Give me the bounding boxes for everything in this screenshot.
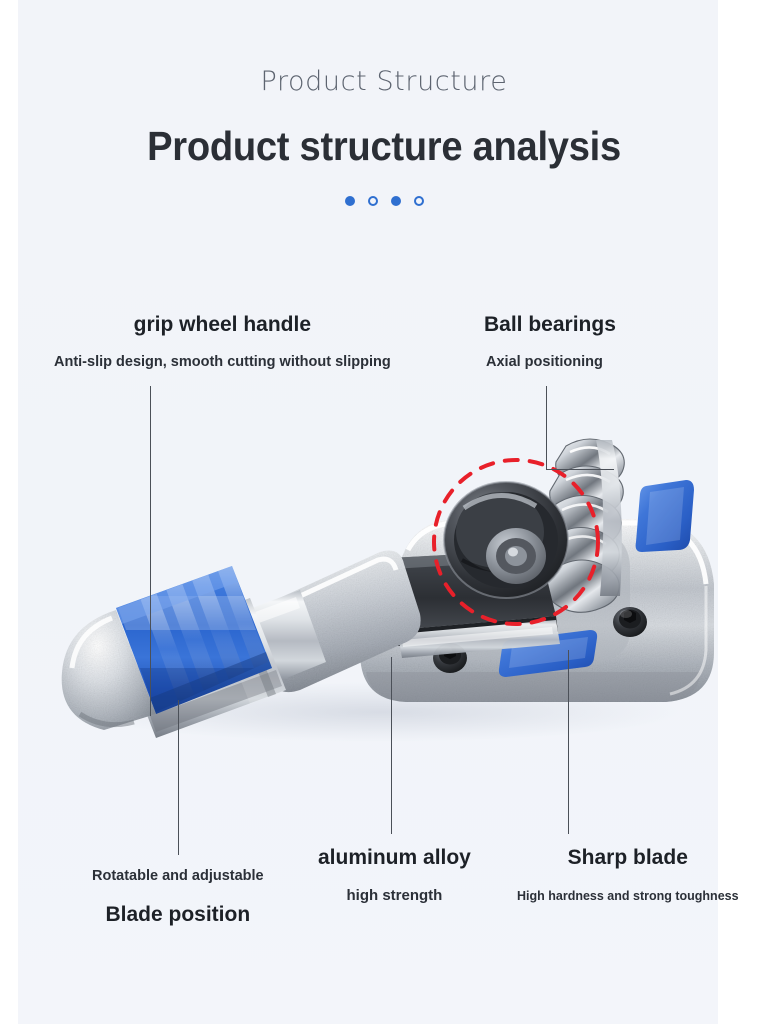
callout-aluminum-alloy: aluminum alloy high strength <box>318 846 471 904</box>
callout-sharp-subtitle: High hardness and strong toughness <box>517 889 739 903</box>
callout-ball-title: Ball bearings <box>484 313 616 336</box>
callout-aluminum-title: aluminum alloy <box>318 846 471 869</box>
leader-line-grip <box>150 386 152 716</box>
callout-sharp-title: Sharp blade <box>567 846 688 869</box>
carousel-dot-2[interactable] <box>367 196 378 206</box>
page-header: Product Structure Product structure anal… <box>0 0 768 206</box>
blue-accent-inserts <box>498 480 694 677</box>
cutting-wheel-assembly <box>443 481 569 599</box>
blue-grip-knob <box>116 566 272 714</box>
callout-ball-subtitle: Axial positioning <box>486 354 603 370</box>
leader-line-blade <box>178 700 180 855</box>
page-title: Product structure analysis <box>147 123 621 169</box>
knob-end-cap <box>61 610 156 730</box>
leader-line-aluminum <box>391 657 393 834</box>
callout-blade-title: Blade position <box>105 903 251 926</box>
product-photo-tube-cutter <box>0 400 768 820</box>
callout-grip-title: grip wheel handle <box>133 313 312 336</box>
callout-sharp-blade: Sharp blade High hardness and strong tou… <box>517 846 739 903</box>
carousel-dots[interactable] <box>0 196 768 206</box>
carousel-dot-1[interactable] <box>344 196 355 206</box>
callout-blade-subtitle: Rotatable and adjustable <box>92 868 264 884</box>
carousel-dot-3[interactable] <box>390 196 401 206</box>
callout-blade-position: Rotatable and adjustable Blade position <box>92 868 264 927</box>
leader-line-sharp <box>568 650 570 834</box>
leader-line-ball-vertical <box>546 386 548 470</box>
highlight-dashed-circle <box>432 458 600 626</box>
callout-ball-bearings: Ball bearings Axial positioning <box>484 313 616 370</box>
carousel-dot-4[interactable] <box>413 196 424 206</box>
leader-line-ball-horizontal <box>546 469 614 471</box>
callout-grip-subtitle: Anti-slip design, smooth cutting without… <box>54 354 391 370</box>
callout-grip-wheel-handle: grip wheel handle Anti-slip design, smoo… <box>54 313 391 370</box>
eyebrow-text: Product Structure <box>260 66 508 97</box>
callout-aluminum-subtitle: high strength <box>346 887 443 904</box>
